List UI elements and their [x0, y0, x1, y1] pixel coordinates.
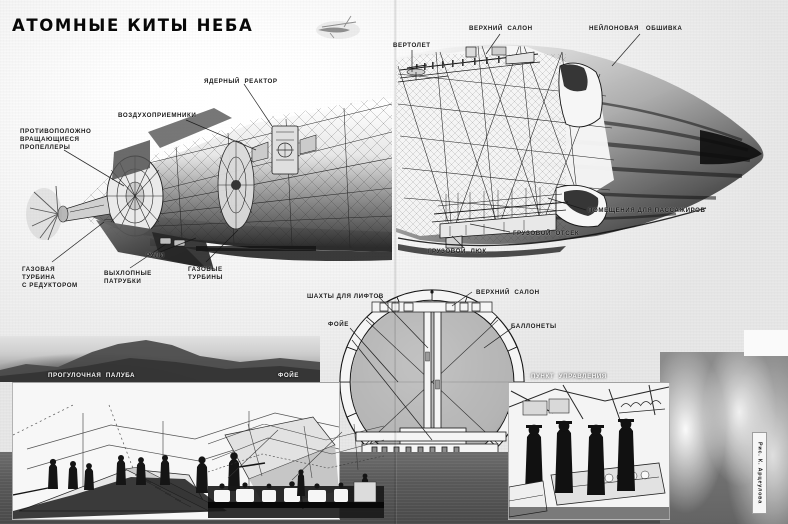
airship-bow-cutaway	[396, 44, 764, 258]
label-passenger-quarters: ПОМЕЩЕНИЯ ДЛЯ ПАССАЖИРОВ	[588, 207, 706, 214]
foyer-scene	[208, 424, 384, 518]
air-intakes	[251, 134, 317, 163]
airship-stern-cutaway	[26, 96, 392, 270]
label-nuclear-reactor: ЯДЕРНЫЙ РЕАКТОР	[204, 78, 278, 85]
cross-section-diagram	[339, 289, 525, 475]
label-helicopter: ВЕРТОЛЕТ	[393, 42, 431, 49]
label-exhaust-pipes: ВЫХЛОПНЫЕ ПАТРУБКИ	[104, 270, 152, 286]
seated-passengers	[214, 488, 348, 502]
label-ballonets: БАЛЛОНЕТЫ	[511, 323, 557, 330]
panel-promenade-deck[interactable]	[12, 382, 340, 520]
label-upper-lounge: ВЕРХНИЙ САЛОН	[476, 289, 540, 296]
artist-signature: Рис. К. Арцеулова	[752, 432, 767, 514]
label-foyer-circle: ФОЙЕ	[328, 321, 349, 328]
officer-figures	[525, 418, 635, 495]
panel-foyer[interactable]	[208, 424, 384, 518]
panel-control-post[interactable]	[508, 382, 670, 520]
cloud-band-right	[660, 352, 788, 524]
label-rudders: РУЛИ	[146, 252, 165, 259]
leader-lines	[51, 33, 641, 441]
label-cargo-hold: ГРУЗОВОЙ ОТСЕК	[513, 230, 580, 237]
passenger-decks	[431, 187, 569, 223]
panel-promenade-sky	[0, 336, 320, 382]
label-cargo-hatch: ГРУЗОВОЙ ЛЮК	[428, 248, 487, 255]
mountain-horizon-left	[0, 340, 320, 382]
caption-promenade-deck: ПРОГУЛОЧНАЯ ПАЛУБА	[48, 372, 136, 379]
passenger-figures	[48, 452, 266, 493]
paper-notch-right	[744, 330, 788, 356]
exhaust-nozzles	[159, 237, 186, 247]
label-nylon-skin: НЕЙЛОНОВАЯ ОБШИВКА	[589, 25, 683, 32]
upper-lounge-deck	[399, 46, 541, 79]
caption-foyer: ФОЙЕ	[278, 372, 299, 379]
label-gas-turbine-gearbox: ГАЗОВАЯ ТУРБИНА С РЕДУКТОРОМ	[22, 266, 78, 290]
label-gas-turbines: ГАЗОВЫЕ ТУРБИНЫ	[188, 266, 224, 282]
label-elevator-shafts: ШАХТЫ ДЛЯ ЛИФТОВ	[307, 293, 384, 300]
label-air-intakes: ВОЗДУХОПРИЕМНИКИ	[118, 112, 197, 119]
page-title: АТОМНЫЕ КИТЫ НЕБА	[12, 16, 254, 35]
stern-engine-ring	[217, 140, 255, 230]
helicopter-on-deck	[397, 64, 449, 83]
nuclear-reactor-block	[271, 125, 299, 175]
label-upper-lounge-top: ВЕРХНИЙ САЛОН	[469, 25, 533, 32]
upper-lounge-cabins	[371, 301, 493, 313]
helicopter-silhouette-icon	[316, 15, 360, 39]
cargo-hold-bay	[439, 213, 557, 239]
control-post-scene	[509, 383, 669, 519]
label-counter-propellers: ПРОТИВОПОЛОЖНО ВРАЩАЮЩИЕСЯ ПРОПЕЛЛЕРЫ	[20, 128, 92, 152]
caption-control-post: ПУНКТ УПРАВЛЕНИЯ	[531, 373, 607, 380]
